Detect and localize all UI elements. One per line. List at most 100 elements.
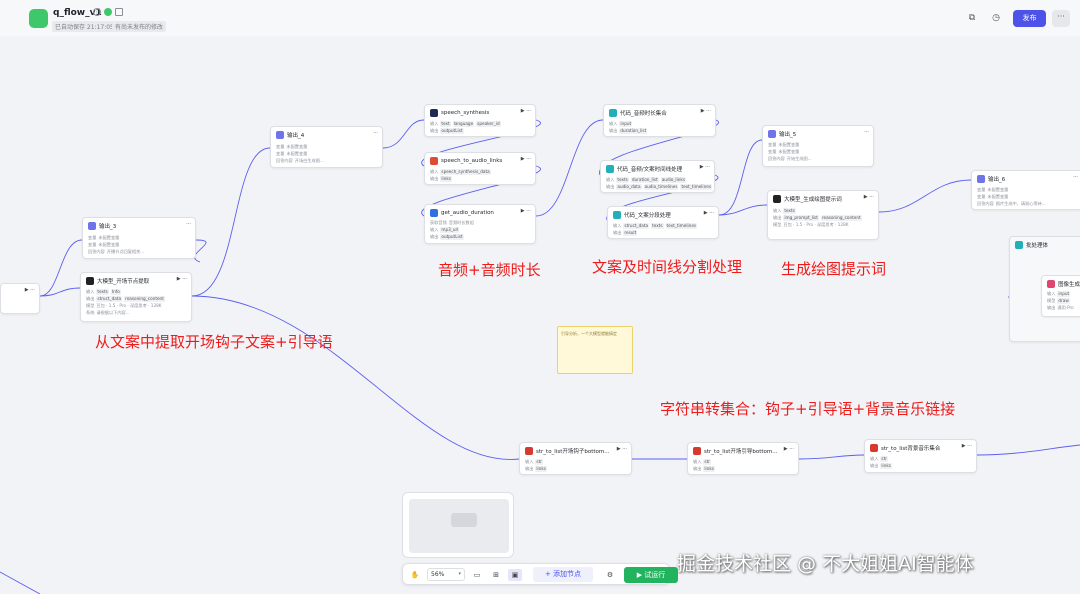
node-actions[interactable]: ▶ ··· (699, 164, 710, 170)
edge (191, 147, 271, 297)
node-output-6[interactable]: 输出_6 ··· 变量未配置变量 变量未配置变量 回答内容图片生成中，请耐心等待… (971, 170, 1080, 210)
node-title: str_to_list开场引导bottom... (704, 449, 778, 455)
edge (39, 287, 81, 297)
unpublished-badge: 有尚未发布的修改 (112, 21, 167, 32)
minimap[interactable] (402, 492, 514, 558)
edge (194, 239, 207, 263)
node-output-4[interactable]: 输出_4 ··· 变量未配置变量 变量未配置变量 回答内容开场白生成图... (270, 126, 383, 168)
node-left-cutoff[interactable]: ▶ ··· (0, 283, 40, 314)
output-icon (276, 131, 284, 139)
sticky-note[interactable]: 引导分析，一个大模型就能搞定 (557, 326, 633, 374)
edit-icon[interactable] (115, 8, 123, 16)
node-actions[interactable]: ▶ ··· (863, 194, 874, 200)
top-bar: q_flow_v1 i 已自动保存 21:17:05 有尚未发布的修改 ⧉ ◷ … (0, 0, 1080, 36)
node-actions[interactable]: ▶ ··· (176, 276, 187, 282)
edge (191, 295, 520, 460)
node-title: 输出_6 (988, 177, 1006, 183)
output-icon (768, 130, 776, 138)
chevron-down-icon: ▾ (458, 571, 461, 577)
node-actions[interactable]: ▶ ··· (703, 210, 714, 216)
node-row: 变量未配置变量 (768, 142, 800, 147)
node-title: speech_to_audio_links (441, 158, 503, 164)
layout-grid-icon[interactable]: ⊞ (493, 571, 499, 579)
node-title: str_to_list背景音乐集合 (881, 446, 941, 452)
history-icon[interactable]: ◷ (992, 13, 1000, 23)
node-title: get_audio_duration (441, 210, 494, 216)
llm-icon (773, 195, 781, 203)
node-actions[interactable]: ▶ ··· (961, 443, 972, 449)
node-row: 模型豆包 · 1.5 · Pro · 深度思考 · 128K (86, 303, 162, 308)
node-actions[interactable]: ▶ ··· (24, 287, 35, 293)
node-actions[interactable]: ▶ ··· (520, 156, 531, 162)
edge (798, 454, 865, 460)
annotation-prompt: 生成绘图提示词 (781, 260, 887, 278)
zoom-select[interactable]: 56% ▾ (427, 568, 465, 581)
annotation-audio: 音频+音频时长 (438, 261, 541, 279)
node-actions[interactable]: ▶ ··· (616, 446, 627, 452)
publish-button[interactable]: 发布 (1013, 10, 1046, 27)
node-row: 回答内容图片生成中，请耐心等待... (977, 201, 1046, 206)
node-actions[interactable]: ▶ ··· (783, 446, 794, 452)
batch-icon (1015, 241, 1023, 249)
minimap-viewport[interactable] (451, 513, 477, 527)
minimap-canvas (409, 499, 509, 553)
node-output-5[interactable]: 输出_5 ··· 变量未配置变量 变量未配置变量 回答内容开始生成图... (762, 125, 874, 167)
plugin-icon (430, 109, 438, 117)
node-title: 代码_音频/文案时间线处理 (617, 167, 683, 173)
code-icon (609, 109, 617, 117)
code-icon (606, 165, 614, 173)
node-row: 回答内容开播节点回复相关... (88, 249, 145, 254)
node-actions[interactable]: ▶ ··· (700, 108, 711, 114)
minimap-toggle-icon[interactable]: ▣ (508, 569, 522, 581)
code-icon (430, 157, 438, 165)
info-icon[interactable]: i (93, 8, 101, 16)
node-actions[interactable]: ··· (864, 129, 869, 135)
node-row: 变量未配置变量 (977, 194, 1009, 199)
output-icon (88, 222, 96, 230)
node-title: 输出_4 (287, 133, 305, 139)
node-output-3[interactable]: 输出_3 ··· 变量未配置变量 变量未配置变量 回答内容开播节点回复相关... (82, 217, 196, 259)
pointer-mode-icon[interactable]: ✋ (410, 571, 420, 579)
node-actions[interactable]: ▶ ··· (520, 108, 531, 114)
app-title[interactable]: q_flow_v1 (53, 8, 102, 18)
node-actions[interactable]: ··· (1073, 174, 1078, 180)
add-node-button[interactable]: + 添加节点 (533, 567, 593, 582)
node-row: 变量未配置变量 (88, 235, 120, 240)
test-run-button[interactable]: ▶ 试运行 (624, 567, 678, 583)
node-title: 大模型_开场节点提取 (97, 279, 150, 285)
node-row: 变量未配置变量 (88, 242, 120, 247)
debug-icon[interactable]: ⚙ (606, 571, 614, 579)
node-actions[interactable]: ··· (373, 130, 378, 136)
more-menu-button[interactable]: ··· (1052, 10, 1070, 27)
node-actions[interactable]: ··· (186, 221, 191, 227)
code-icon (870, 444, 878, 452)
node-title: 输出_5 (779, 132, 797, 138)
edge (878, 179, 972, 213)
comment-icon[interactable]: ▭ (473, 571, 481, 579)
copy-icon[interactable]: ⧉ (968, 13, 976, 23)
node-title: str_to_list开场钩子bottom... (536, 449, 610, 455)
node-actions[interactable]: ▶ ··· (520, 208, 531, 214)
